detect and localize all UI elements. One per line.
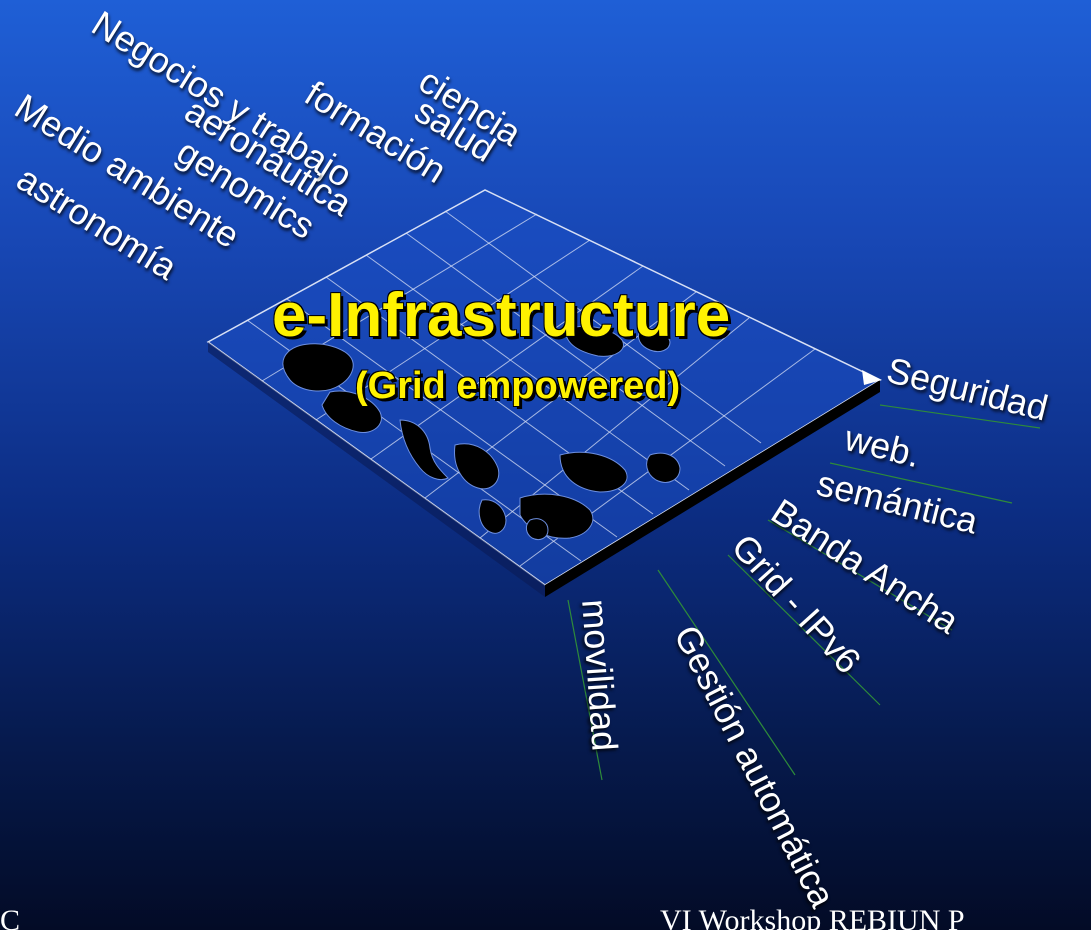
land-north-coast [637,328,671,353]
connector-lines [567,404,1041,781]
land-france [321,390,382,434]
land-iberia [282,343,354,392]
map-slab-edge [545,380,880,597]
diagram-title: e-Infrastructure [272,281,731,350]
pointer-arrow [862,370,882,385]
land-italy-boot [399,419,449,481]
diagram-subtitle: (Grid empowered) [355,365,681,407]
land-balkans [454,443,500,490]
land-islands [525,518,549,541]
land-scandinavia [564,325,624,357]
land-greece [478,499,507,534]
footer-left-text: C [0,904,21,930]
land-middle-east [559,451,628,493]
tech-label-movilidad: movilidad [574,597,626,753]
map-slab-edge-front [208,342,545,597]
footer-right-text: VI Workshop REBIUN P [660,904,965,930]
landmasses [282,325,681,541]
land-caspian [646,452,681,483]
